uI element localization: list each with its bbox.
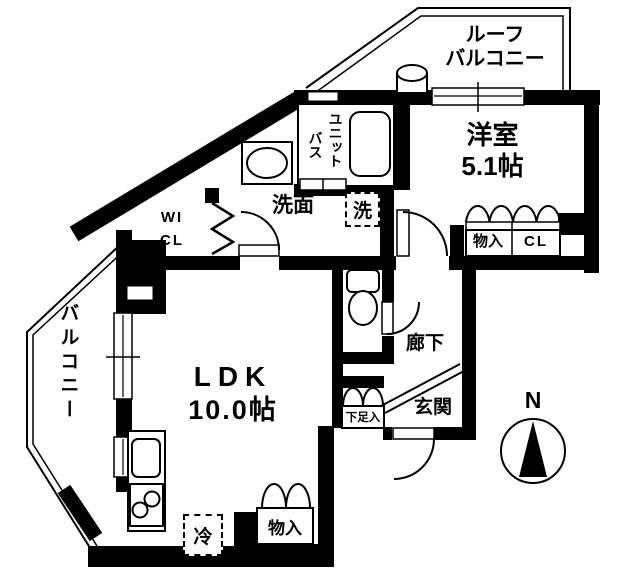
balcony-label: バルコニー (57, 303, 79, 423)
toilet-door (381, 301, 420, 335)
fridge-box: 冷 (183, 514, 223, 556)
washbasin (241, 141, 293, 185)
entrance-door (392, 427, 435, 480)
kitchen-counter (127, 430, 166, 532)
closet-cl-label: CL (524, 233, 548, 250)
shoe-cabinet-box: 下足入 (341, 405, 385, 429)
western-room-label: 洋室 5.1帖 (461, 120, 524, 181)
ldk-size-label: 10.0帖 (188, 395, 278, 425)
roof-balcony-label: ルーフ バルコニー (445, 24, 545, 70)
diagonal-wall (69, 89, 307, 242)
hallway-label: 廊下 (405, 333, 444, 354)
windows (106, 82, 525, 478)
walk-in-closet-label: WI CL (160, 209, 184, 249)
compass-north-label: N (524, 387, 542, 413)
entrance-label: 玄関 (413, 397, 452, 418)
storage-bottom-box: 物入 (256, 507, 314, 545)
washroom-label: 洗面 (272, 194, 314, 217)
wicl-folding-door (209, 201, 236, 256)
roof-balcony-railing (305, 7, 571, 96)
washer-box: 洗 (345, 192, 380, 227)
unit-bath-label-col1: ユニット (327, 112, 344, 168)
diagonal-wall-bottom (57, 484, 103, 542)
entrance-step-line (380, 363, 465, 414)
hall-closet-doors (342, 387, 384, 407)
bath-door (299, 178, 347, 191)
water-heater (396, 64, 428, 94)
washroom-door (238, 211, 280, 257)
ldk-name-label: LDK (193, 361, 273, 392)
ldk-storage-doors (261, 483, 311, 509)
toilet (346, 269, 380, 326)
compass (500, 418, 566, 484)
bedroom-closet-doors (465, 205, 561, 257)
bedroom-door (396, 209, 448, 257)
closet-storage-label: 物入 (472, 233, 503, 250)
bathtub (349, 111, 391, 177)
unit-bath-label-col2: バス (307, 131, 324, 159)
